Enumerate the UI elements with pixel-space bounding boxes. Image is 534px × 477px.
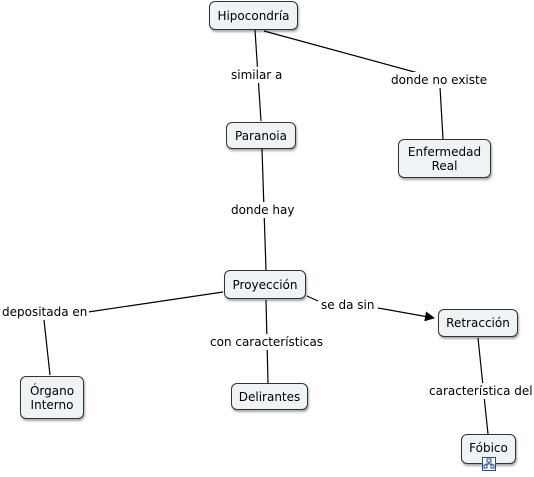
edge-proyeccion-depositada	[87, 291, 224, 313]
concept-proyeccion[interactable]: Proyección	[224, 270, 306, 299]
edge-proyeccion-sesin	[306, 295, 319, 302]
edge-depositada-organo	[43, 319, 51, 376]
concept-fobico[interactable]: Fóbico	[461, 434, 516, 471]
concept-retraccion[interactable]: Retracción	[438, 309, 518, 337]
submap-icon[interactable]	[482, 457, 496, 471]
concept-fobico-label: Fóbico	[469, 441, 508, 455]
edge-hipocondria-enfermedad	[263, 30, 441, 80]
link-label-con-caracteristicas[interactable]: con características	[208, 334, 326, 350]
link-label-caracteristica-del[interactable]: característica del	[427, 383, 534, 399]
link-label-depositada-en[interactable]: depositada en	[0, 304, 90, 320]
edge-sesin-retraccion	[377, 307, 435, 322]
link-label-donde-no-existe[interactable]: donde no existe	[389, 72, 490, 88]
link-label-se-da-sin[interactable]: se da sin	[319, 297, 377, 313]
concept-organo-interno[interactable]: Órgano Interno	[20, 376, 84, 419]
concept-paranoia[interactable]: Paranoia	[226, 122, 296, 149]
concept-hipocondria[interactable]: Hipocondría	[209, 1, 298, 30]
link-label-donde-hay[interactable]: donde hay	[229, 202, 297, 218]
link-label-similar-a[interactable]: similar a	[229, 67, 285, 83]
edge-enfermedad-link	[439, 86, 444, 140]
concept-enfermedad-real[interactable]: Enfermedad Real	[398, 139, 491, 178]
concept-delirantes[interactable]: Delirantes	[231, 383, 308, 410]
